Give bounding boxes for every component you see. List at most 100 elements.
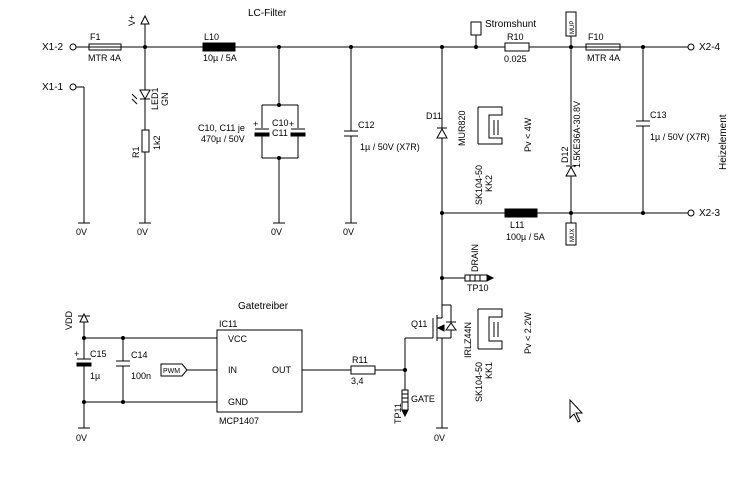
svg-text:L11: L11: [510, 220, 524, 230]
svg-text:X1-1: X1-1: [42, 82, 64, 93]
connector-x2-4: X2-4: [687, 42, 721, 53]
svg-text:C15: C15: [90, 349, 107, 359]
svg-text:0V: 0V: [271, 227, 282, 237]
svg-text:C11: C11: [272, 128, 288, 138]
svg-text:MCP1407: MCP1407: [219, 416, 259, 426]
resistor-r1: R1 1k2: [131, 129, 162, 223]
svg-text:1µ: 1µ: [90, 371, 100, 381]
connector-x2-3: X2-3: [687, 208, 721, 219]
diode-d12: D12 1.5KE36A-30.8V: [560, 47, 582, 215]
svg-text:3,4: 3,4: [351, 376, 364, 386]
fuse-f10: F10 MTR 4A: [585, 32, 621, 63]
capacitor-c12: C12 1µ / 50V (X7R): [344, 45, 420, 223]
svg-text:1µ / 50V (X7R): 1µ / 50V (X7R): [650, 132, 710, 142]
svg-text:Pv < 2.2W: Pv < 2.2W: [523, 312, 533, 354]
fuse-f1: F1 MTR 4A: [88, 32, 122, 63]
capacitor-c10-c11: + + C10, C11 je 470µ / 50V C10 C11: [198, 45, 306, 223]
svg-text:D12: D12: [560, 146, 570, 163]
svg-text:KK1: KK1: [484, 362, 494, 379]
svg-text:IN: IN: [228, 365, 237, 375]
diode-d11: D11 MUR820: [426, 110, 467, 146]
ic-ic11: IC11 VCC IN OUT GND MCP1407: [216, 319, 303, 426]
svg-text:+: +: [74, 349, 79, 359]
svg-text:0V: 0V: [137, 227, 148, 237]
connector-x1-2: X1-2: [42, 42, 77, 53]
svg-text:TP10: TP10: [467, 283, 489, 293]
svg-text:0.025: 0.025: [504, 54, 527, 64]
svg-text:+: +: [289, 119, 294, 129]
svg-text:GND: GND: [228, 397, 249, 407]
supply-vdd: VDD: [64, 310, 90, 338]
svg-text:X2-4: X2-4: [699, 42, 721, 53]
svg-text:Pv < 4W: Pv < 4W: [523, 117, 533, 152]
inductor-l10: L10 10µ / 5A: [202, 32, 237, 63]
svg-text:C13: C13: [650, 110, 667, 120]
svg-text:F1: F1: [90, 32, 101, 42]
connector-x1-1: X1-1: [42, 82, 77, 93]
svg-text:C10: C10: [272, 118, 289, 128]
svg-text:C10, C11 je: C10, C11 je: [198, 123, 245, 133]
svg-text:0V: 0V: [76, 433, 87, 443]
capacitor-c13: C13 1µ / 50V (X7R): [636, 45, 710, 215]
svg-text:VCC: VCC: [228, 334, 248, 344]
svg-text:IRLZ44N: IRLZ44N: [463, 322, 473, 358]
svg-text:10µ / 5A: 10µ / 5A: [203, 53, 237, 63]
label-stromshunt: Stromshunt: [485, 19, 536, 30]
testpoint-tp11: TP11 GATE: [393, 389, 435, 424]
svg-text:MTR 4A: MTR 4A: [88, 53, 121, 63]
label-heizelement: Heizelement: [718, 114, 729, 170]
svg-text:1µ / 50V (X7R): 1µ / 50V (X7R): [360, 142, 420, 152]
probe-shunt-left: [470, 21, 482, 49]
label-gatetreiber: Gatetreiber: [238, 301, 289, 312]
svg-text:MUP: MUP: [570, 21, 576, 34]
svg-text:GN: GN: [160, 93, 170, 107]
svg-text:100n: 100n: [131, 371, 151, 381]
svg-text:Q11: Q11: [411, 319, 427, 329]
svg-text:470µ / 50V: 470µ / 50V: [201, 134, 245, 144]
svg-text:MUX: MUX: [570, 229, 576, 242]
svg-text:V+: V+: [127, 15, 137, 26]
svg-text:KK2: KK2: [484, 175, 494, 192]
svg-text:X1-2: X1-2: [42, 42, 64, 53]
heatsink-kk2: SK104-50 KK2 Pv < 4W: [474, 106, 533, 205]
svg-text:1k2: 1k2: [152, 135, 162, 150]
svg-text:DRAIN: DRAIN: [470, 244, 480, 272]
svg-text:C12: C12: [358, 120, 375, 130]
svg-text:0V: 0V: [76, 227, 87, 237]
capacitor-c15: + C15 1µ: [74, 338, 107, 428]
svg-text:VDD: VDD: [64, 310, 74, 330]
svg-text:IC11: IC11: [219, 319, 237, 329]
svg-text:SK104-50: SK104-50: [474, 165, 484, 205]
svg-text:R11: R11: [352, 355, 368, 365]
svg-text:L10: L10: [204, 32, 219, 42]
title-lc-filter: LC-Filter: [248, 8, 287, 19]
svg-text:C14: C14: [131, 350, 148, 360]
svg-text:100µ / 5A: 100µ / 5A: [506, 232, 545, 242]
testpoint-tp10: TP10 DRAIN: [442, 244, 495, 293]
probe-mup: MUP: [565, 11, 577, 49]
led-led1: LED1 GN: [131, 47, 170, 130]
svg-text:R1: R1: [131, 146, 141, 158]
ground-symbols: 0V 0V 0V 0V 0V 0V: [76, 222, 448, 443]
inductor-l11: L11 100µ / 5A: [504, 208, 545, 242]
heatsink-kk1: SK104-50 KK1 Pv < 2.2W: [474, 308, 533, 402]
svg-text:0V: 0V: [343, 227, 354, 237]
resistor-r10: R10 0.025: [504, 32, 530, 64]
svg-text:LED1: LED1: [150, 87, 160, 110]
svg-text:TP11: TP11: [393, 403, 403, 424]
label-pwm: PWM: [160, 363, 217, 377]
svg-text:R10: R10: [507, 32, 524, 42]
svg-text:X2-3: X2-3: [699, 208, 721, 219]
supply-vplus: V+: [127, 15, 150, 49]
svg-text:0V: 0V: [434, 433, 445, 443]
resistor-r11: R11 3,4: [302, 355, 405, 386]
svg-text:OUT: OUT: [272, 365, 292, 375]
svg-text:D11: D11: [426, 111, 442, 121]
mosfet-q11: Q11 IRLZ44N: [405, 304, 473, 428]
probe-mux: MUX: [565, 213, 577, 246]
svg-text:F10: F10: [588, 32, 604, 42]
svg-text:MTR 4A: MTR 4A: [587, 53, 620, 63]
capacitor-c14: C14 100n: [116, 338, 151, 402]
